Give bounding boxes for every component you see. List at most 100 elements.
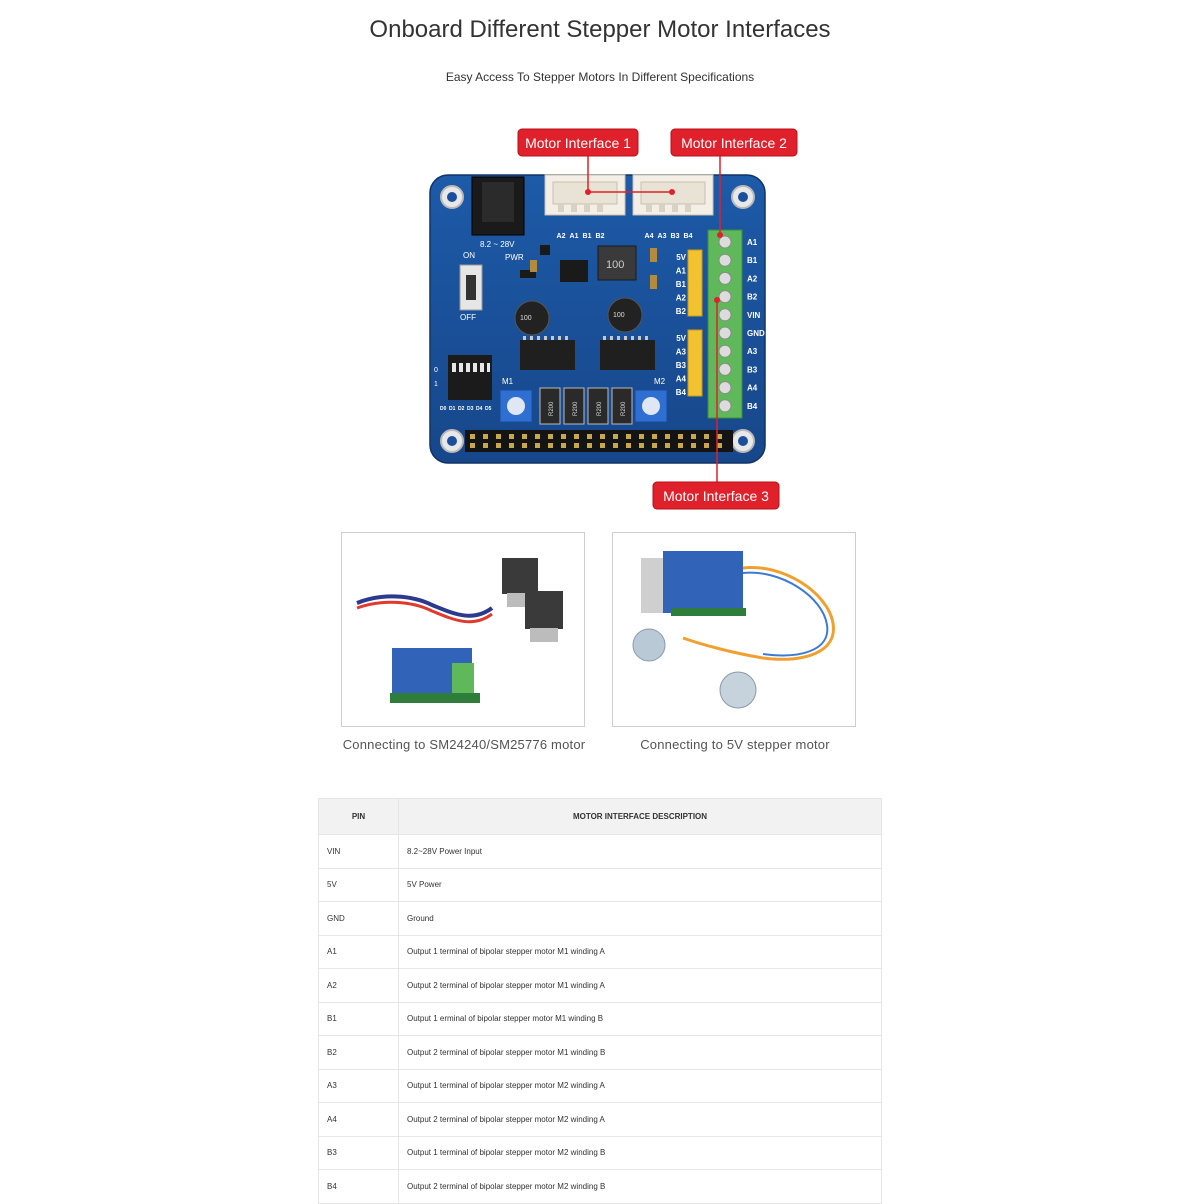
gpio-pin <box>509 443 514 448</box>
terminal-screw <box>718 326 732 340</box>
gpio-pin <box>678 434 683 439</box>
pwr-label: PWR <box>505 253 524 262</box>
yellow-bottom-pin-a4: A4 <box>676 375 687 384</box>
description-cell: Ground <box>398 901 882 936</box>
dip-switch <box>448 355 492 400</box>
gpio-pin <box>639 443 644 448</box>
yellow-top-pin-b2: B2 <box>676 307 687 316</box>
gpio-pin <box>613 443 618 448</box>
photo-caption-2: Connecting to 5V stepper motor <box>640 737 830 752</box>
svg-text:Motor Interface 3: Motor Interface 3 <box>663 488 769 504</box>
gpio-pin <box>613 434 618 439</box>
terminal-pin-a4: A4 <box>747 384 758 393</box>
motor-interface-1-header <box>544 174 626 216</box>
gpio-pin <box>626 443 631 448</box>
yellow-bottom-pin-b3: B3 <box>676 361 687 370</box>
svg-text:0: 0 <box>434 367 438 374</box>
gpio-pin <box>496 434 501 439</box>
terminal-screws <box>718 235 732 413</box>
motor-interface-2-header <box>632 174 714 216</box>
gpio-pin <box>470 434 475 439</box>
driver-chip-2 <box>600 340 655 370</box>
terminal-screw <box>718 344 732 358</box>
header1-pin-a1: A1 <box>570 233 579 240</box>
gpio-pin <box>522 443 527 448</box>
gpio-pin <box>652 443 657 448</box>
page-subtitle: Easy Access To Stepper Motors In Differe… <box>445 70 755 84</box>
dip-label-d1: D1 <box>449 406 456 412</box>
gpio-pin <box>483 434 488 439</box>
dip-label-d3: D3 <box>467 406 474 412</box>
pin-cell: A2 <box>318 968 399 1003</box>
capacitor-2 <box>607 297 643 333</box>
terminal-pin-vin: VIN <box>747 311 761 320</box>
resistor-label: R200 <box>549 401 555 416</box>
photo-caption-1: Connecting to SM24240/SM25776 motor <box>342 737 586 752</box>
pin-cell: GND <box>318 901 399 936</box>
gpio-pin <box>574 434 579 439</box>
pin-cell: VIN <box>318 834 399 869</box>
terminal-screw <box>718 308 732 322</box>
yellow-top-pin-b1: B1 <box>676 280 687 289</box>
pin-cell: B3 <box>318 1136 399 1170</box>
gpio-pin <box>587 434 592 439</box>
pin-cell: A1 <box>318 935 399 969</box>
description-cell: Output 1 terminal of bipolar stepper mot… <box>398 1069 882 1103</box>
inductor <box>597 245 637 281</box>
gpio-pin <box>717 434 722 439</box>
gpio-pin <box>535 434 540 439</box>
photo-5v-connection <box>612 532 856 727</box>
terminal-pin-a3: A3 <box>747 347 758 356</box>
svg-text:100: 100 <box>613 312 625 319</box>
terminal-screw <box>718 253 732 267</box>
col-header-pin: PIN <box>318 798 399 835</box>
gpio-pin <box>691 434 696 439</box>
yellow-top-pin-a1: A1 <box>676 267 687 276</box>
terminal-pin-b4: B4 <box>747 402 758 411</box>
switch-off-label: OFF <box>460 313 476 322</box>
terminal-screw <box>718 271 732 285</box>
terminal-screw <box>718 235 732 249</box>
header2-pin-b3: B3 <box>671 233 680 240</box>
callout-motor-interface-1: Motor Interface 1 <box>517 128 639 157</box>
description-cell: Output 2 terminal of bipolar stepper mot… <box>398 968 882 1003</box>
terminal-pin-a1: A1 <box>747 238 758 247</box>
table-header-row: PIN MOTOR INTERFACE DESCRIPTION <box>318 798 882 835</box>
terminal-pin-gnd: GND <box>747 329 765 338</box>
yellow-bottom-pin-5v: 5V <box>676 334 686 343</box>
gpio-header <box>465 430 733 452</box>
pin-cell: 5V <box>318 868 399 902</box>
callout-lines <box>587 154 721 482</box>
gpio-pin <box>665 434 670 439</box>
pin-cell: B1 <box>318 1002 399 1036</box>
dip-label-d5: D5 <box>485 406 492 412</box>
potentiometer-m2 <box>634 389 668 423</box>
gpio-pin <box>483 443 488 448</box>
gpio-pin <box>522 434 527 439</box>
sense-resistor <box>587 387 609 425</box>
voltage-label: 8.2 ~ 28V <box>480 240 515 249</box>
dip-label-d2: D2 <box>458 406 465 412</box>
terminal-pin-a2: A2 <box>747 274 758 283</box>
header2-pin-a4: A4 <box>645 233 654 240</box>
description-cell: Output 2 terminal of bipolar stepper mot… <box>398 1169 882 1204</box>
gpio-pin <box>600 443 605 448</box>
svg-text:Motor Interface 2: Motor Interface 2 <box>681 135 787 151</box>
header1-pin-b2: B2 <box>596 233 605 240</box>
gpio-pin <box>639 434 644 439</box>
